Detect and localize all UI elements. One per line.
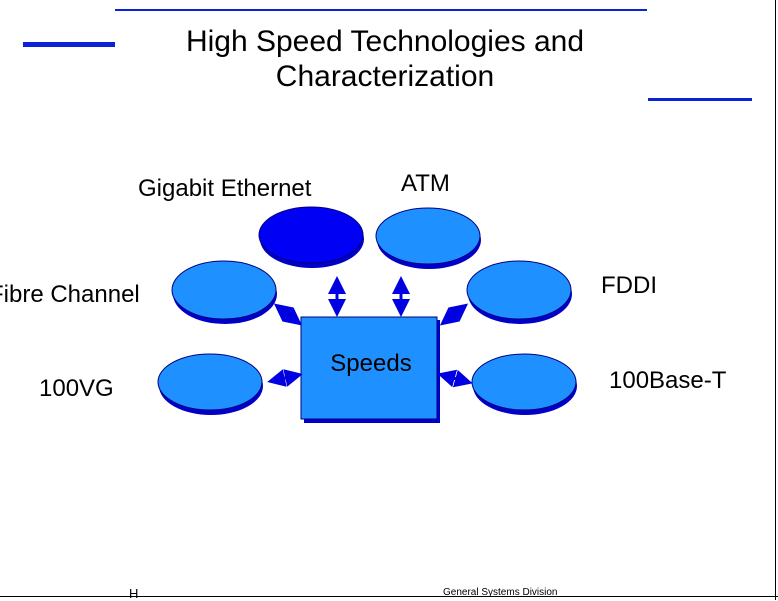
node-atm <box>375 207 481 269</box>
node-100vg <box>157 353 263 415</box>
speeds-box <box>300 316 440 423</box>
arrow-fibre-channel <box>273 303 303 326</box>
title-line-1: High Speed Technologies and <box>185 25 585 58</box>
arrow-100vg <box>267 369 303 387</box>
title-line-2: Characterization <box>275 60 495 93</box>
label-atm: ATM <box>401 170 450 197</box>
node-fddi <box>466 260 572 324</box>
node-fibre-channel <box>171 260 277 324</box>
node-gigabit-ethernet <box>258 206 364 268</box>
slide-title: High Speed Technologies and Characteriza… <box>130 24 640 94</box>
label-fddi: FDDI <box>601 272 657 299</box>
speeds-label: Speeds <box>330 350 412 377</box>
arrow-100base-t <box>437 369 473 388</box>
frame-right-border <box>775 0 776 600</box>
label-100vg: 100VG <box>39 375 114 402</box>
arrow-fddi <box>439 303 469 326</box>
top-rule <box>115 9 647 11</box>
node-100base-t <box>471 353 577 415</box>
frame-bottom-border <box>0 596 778 597</box>
label-fibre-channel: Fibre Channel <box>0 281 140 308</box>
footer-logo-text: H <box>129 586 139 601</box>
right-accent-rule <box>648 98 752 101</box>
left-accent-rule <box>23 42 115 47</box>
label-gigabit-ethernet: Gigabit Ethernet <box>138 175 312 202</box>
label-100base-t: 100Base-T <box>609 367 727 394</box>
footer-division: General Systems Division <box>443 587 558 598</box>
